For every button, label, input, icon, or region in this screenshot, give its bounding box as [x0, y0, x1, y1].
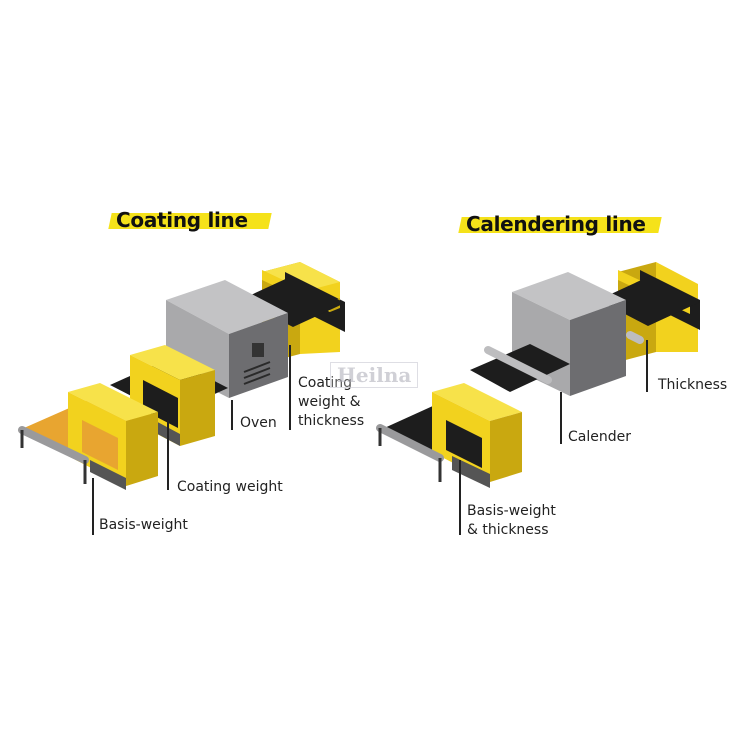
label-basis-weight-thickness-1: Basis-weight [467, 503, 556, 519]
coating-belt-rear [240, 276, 345, 327]
label-coating-weight-thickness-2: weight & [298, 394, 361, 410]
label-oven: Oven [240, 415, 277, 431]
watermark: Heilna [330, 362, 419, 388]
basis-weight-scanner [68, 383, 158, 490]
calendering-title: Calendering line [458, 212, 662, 236]
coating-line-machine [18, 262, 345, 535]
label-coating-weight: Coating weight [177, 479, 283, 495]
coating-title-text: Coating line [116, 208, 248, 232]
coating-title: Coating line [108, 208, 272, 232]
calendering-line-machine [376, 262, 700, 535]
label-coating-weight-thickness-3: thickness [298, 413, 365, 429]
basis-weight-thickness-scanner [432, 383, 522, 488]
label-thickness: Thickness [658, 377, 728, 393]
label-basis-weight: Basis-weight [99, 517, 188, 533]
label-calender: Calender [568, 429, 631, 445]
calendering-belt-rear [598, 276, 700, 326]
label-basis-weight-thickness-2: & thickness [467, 522, 549, 538]
calendering-title-text: Calendering line [466, 212, 646, 236]
